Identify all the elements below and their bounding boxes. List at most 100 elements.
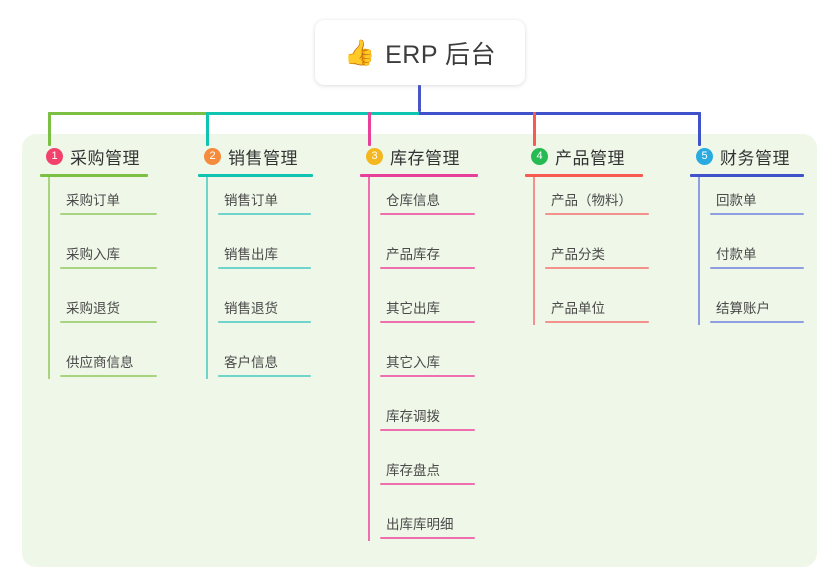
leaf-underline — [218, 267, 311, 269]
leaf-node[interactable]: 结算账户 — [710, 297, 804, 327]
leaf-underline — [710, 213, 804, 215]
root-node-title: ERP 后台 — [385, 40, 497, 69]
branch-underline — [360, 174, 478, 177]
leaf-node-label: 采购入库 — [66, 247, 120, 262]
branch-number-badge: 2 — [204, 147, 221, 165]
branch-spine-line — [698, 177, 700, 325]
branch-number-badge: 4 — [531, 147, 548, 165]
leaf-node[interactable]: 销售退货 — [218, 297, 311, 327]
leaf-node-label: 供应商信息 — [66, 355, 134, 370]
leaf-node[interactable]: 产品分类 — [545, 243, 649, 273]
leaf-node[interactable]: 其它出库 — [380, 297, 475, 327]
branch-spine-line — [48, 177, 50, 379]
leaf-node-label: 客户信息 — [224, 355, 278, 370]
branch-items-产品管理: 产品（物料） 产品分类产品单位 — [525, 177, 649, 327]
leaf-underline — [380, 321, 475, 323]
root-node[interactable]: 👍 ERP 后台 — [315, 20, 525, 85]
branch-underline — [525, 174, 643, 177]
branch-label: 采购管理 — [70, 148, 140, 168]
leaf-node-label: 回款单 — [716, 193, 757, 208]
branch-items-库存管理: 仓库信息产品库存其它出库其它入库库存调拨库存盘点出库库明细 — [360, 177, 478, 543]
branch-label: 财务管理 — [720, 148, 790, 168]
branch-column-产品管理: 4 产品管理产品（物料） 产品分类产品单位 — [525, 144, 649, 327]
thumbs-up-icon: 👍 — [343, 38, 376, 67]
trunk-segment-blue — [419, 112, 701, 115]
leaf-node-label: 销售退货 — [224, 301, 278, 316]
leaf-node[interactable]: 采购退货 — [60, 297, 157, 327]
leaf-node-label: 结算账户 — [716, 301, 770, 316]
leaf-node[interactable]: 产品库存 — [380, 243, 475, 273]
trunk-segment-teal — [206, 112, 422, 115]
leaf-underline — [218, 375, 311, 377]
leaf-underline — [60, 375, 157, 377]
branch-header-财务管理[interactable]: 5 财务管理 — [690, 144, 804, 168]
leaf-underline — [218, 213, 311, 215]
branch-header-产品管理[interactable]: 4 产品管理 — [525, 144, 643, 168]
leaf-underline — [710, 267, 804, 269]
leaf-node-label: 库存盘点 — [386, 463, 440, 478]
leaf-underline — [545, 321, 649, 323]
leaf-underline — [380, 483, 475, 485]
leaf-node-label: 库存调拨 — [386, 409, 440, 424]
leaf-node[interactable]: 付款单 — [710, 243, 804, 273]
leaf-node[interactable]: 客户信息 — [218, 351, 311, 381]
branch-number-badge: 5 — [696, 147, 713, 165]
leaf-node-label: 产品（物料） — [551, 193, 632, 208]
branch-number-badge: 1 — [46, 147, 63, 165]
leaf-node-label: 产品单位 — [551, 301, 605, 316]
branch-label: 产品管理 — [555, 148, 625, 168]
leaf-node-label: 其它入库 — [386, 355, 440, 370]
leaf-node[interactable]: 销售订单 — [218, 189, 311, 219]
leaf-node[interactable]: 回款单 — [710, 189, 804, 219]
leaf-node-label: 出库库明细 — [386, 517, 454, 532]
branch-spine-line — [533, 177, 535, 325]
leaf-node[interactable]: 库存盘点 — [380, 459, 475, 489]
leaf-node[interactable]: 采购订单 — [60, 189, 157, 219]
leaf-node[interactable]: 销售出库 — [218, 243, 311, 273]
leaf-underline — [545, 267, 649, 269]
leaf-node-label: 采购退货 — [66, 301, 120, 316]
leaf-underline — [380, 213, 475, 215]
branch-header-采购管理[interactable]: 1 采购管理 — [40, 144, 148, 168]
leaf-underline — [60, 321, 157, 323]
leaf-node-label: 采购订单 — [66, 193, 120, 208]
leaf-underline — [60, 267, 157, 269]
trunk-segment-green — [48, 112, 209, 115]
leaf-underline — [380, 267, 475, 269]
leaf-underline — [545, 213, 649, 215]
leaf-underline — [60, 213, 157, 215]
branch-header-库存管理[interactable]: 3 库存管理 — [360, 144, 478, 168]
branch-spine-line — [206, 177, 208, 379]
leaf-underline — [218, 321, 311, 323]
leaf-node[interactable]: 出库库明细 — [380, 513, 475, 543]
leaf-node[interactable]: 仓库信息 — [380, 189, 475, 219]
leaf-node[interactable]: 库存调拨 — [380, 405, 475, 435]
leaf-node-label: 销售订单 — [224, 193, 278, 208]
leaf-node[interactable]: 供应商信息 — [60, 351, 157, 381]
branch-underline — [40, 174, 148, 177]
branch-column-财务管理: 5 财务管理回款单付款单结算账户 — [690, 144, 804, 327]
leaf-node[interactable]: 产品（物料） — [545, 189, 649, 219]
branch-items-销售管理: 销售订单销售出库销售退货客户信息 — [198, 177, 313, 381]
branch-column-销售管理: 2 销售管理销售订单销售出库销售退货客户信息 — [198, 144, 313, 381]
mindmap-panel — [22, 134, 817, 567]
leaf-underline — [380, 429, 475, 431]
leaf-underline — [710, 321, 804, 323]
leaf-node[interactable]: 其它入库 — [380, 351, 475, 381]
branch-label: 库存管理 — [390, 148, 460, 168]
branch-number-badge: 3 — [366, 147, 383, 165]
branch-header-销售管理[interactable]: 2 销售管理 — [198, 144, 313, 168]
leaf-node[interactable]: 采购入库 — [60, 243, 157, 273]
root-stem-line — [418, 85, 421, 112]
leaf-underline — [380, 537, 475, 539]
leaf-node-label: 产品库存 — [386, 247, 440, 262]
leaf-node-label: 仓库信息 — [386, 193, 440, 208]
leaf-node-label: 付款单 — [716, 247, 757, 262]
branch-spine-line — [368, 177, 370, 541]
branch-items-采购管理: 采购订单采购入库采购退货供应商信息 — [40, 177, 157, 381]
leaf-node-label: 其它出库 — [386, 301, 440, 316]
leaf-underline — [380, 375, 475, 377]
leaf-node[interactable]: 产品单位 — [545, 297, 649, 327]
branch-label: 销售管理 — [228, 148, 298, 168]
